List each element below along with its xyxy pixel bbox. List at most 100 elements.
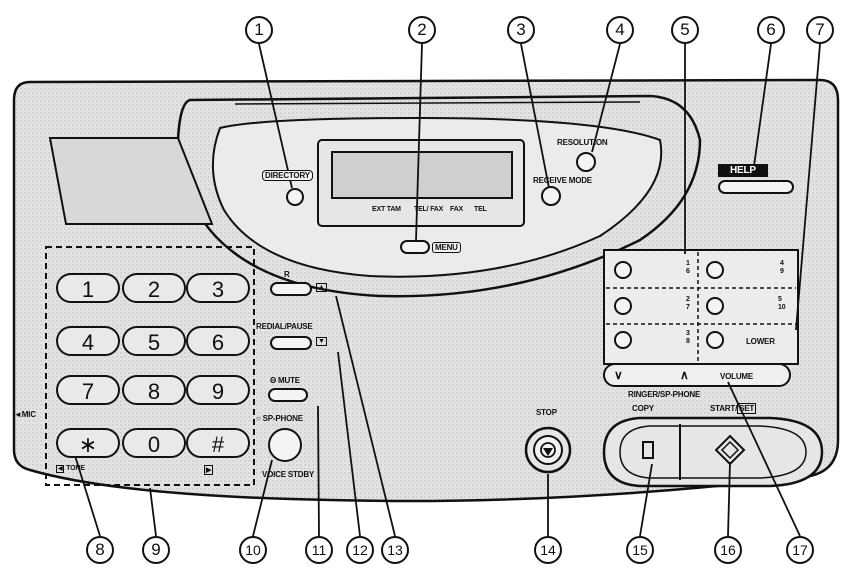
mode-ext-tam: EXT TAM: [372, 206, 401, 213]
down-arrow-icon: ▼: [316, 337, 327, 346]
mute-button[interactable]: [268, 388, 308, 402]
one-touch-5-bottom: 10: [778, 304, 786, 311]
lower-button[interactable]: [706, 331, 724, 349]
one-touch-2-bottom: 7: [686, 304, 690, 311]
one-touch-area: [603, 249, 799, 365]
mode-tel-fax: TEL/ FAX: [414, 206, 444, 213]
key-6[interactable]: 6: [186, 326, 250, 356]
callout-17: 17: [786, 536, 814, 564]
one-touch-4-bottom: 9: [780, 268, 784, 275]
sp-phone-button[interactable]: [268, 428, 302, 462]
copy-start-block: [602, 416, 824, 488]
one-touch-button-5[interactable]: [706, 297, 724, 315]
voice-stby-label: VOICE STDBY: [262, 470, 315, 479]
volume-up-icon[interactable]: ∧: [680, 368, 689, 382]
directory-button[interactable]: [286, 188, 304, 206]
mute-label: Θ MUTE: [270, 376, 300, 385]
one-touch-button-2[interactable]: [614, 297, 632, 315]
r-button[interactable]: [270, 282, 312, 296]
start-set-button[interactable]: [684, 428, 802, 476]
copy-button[interactable]: [622, 428, 678, 476]
callout-6: 6: [757, 16, 785, 44]
key-3[interactable]: 3: [186, 273, 250, 303]
key-7[interactable]: 7: [56, 375, 120, 405]
callout-8: 8: [86, 536, 114, 564]
start-set-label: START/SET: [710, 403, 757, 414]
key-2[interactable]: 2: [122, 273, 186, 303]
left-slot: [48, 137, 214, 225]
tone-label: ◀ TONE: [56, 465, 85, 473]
keypad-dashed-border: [45, 246, 255, 486]
directory-label: DIRECTORY: [262, 170, 313, 181]
volume-label: VOLUME: [720, 372, 754, 381]
key-star[interactable]: ∗: [56, 428, 120, 458]
one-touch-3-top: 3: [686, 330, 690, 337]
help-label: HELP: [718, 164, 768, 177]
callout-16: 16: [714, 536, 742, 564]
one-touch-button-3[interactable]: [614, 331, 632, 349]
one-touch-3-bottom: 8: [686, 338, 690, 345]
volume-bar: [603, 363, 791, 387]
one-touch-button-1[interactable]: [614, 261, 632, 279]
mode-tel: TEL: [474, 206, 487, 213]
ringer-sp-phone-label: RINGER/SP-PHONE: [628, 390, 701, 399]
key-4[interactable]: 4: [56, 326, 120, 356]
volume-down-icon[interactable]: ∨: [614, 368, 623, 382]
stop-button[interactable]: [528, 430, 568, 470]
key-9[interactable]: 9: [186, 375, 250, 405]
menu-button[interactable]: [400, 240, 430, 254]
tone-right-arrow-icon: ▶: [204, 465, 214, 475]
one-touch-4-top: 4: [780, 260, 784, 267]
callout-15: 15: [626, 536, 654, 564]
one-touch-button-4[interactable]: [706, 261, 724, 279]
key-1[interactable]: 1: [56, 273, 120, 303]
key-0[interactable]: 0: [122, 428, 186, 458]
menu-label: MENU: [432, 242, 461, 253]
set-text: SET: [737, 403, 757, 414]
callout-12: 12: [346, 536, 374, 564]
one-touch-2-top: 2: [686, 296, 690, 303]
mode-fax: FAX: [450, 206, 464, 213]
resolution-label: RESOLUTION: [557, 138, 608, 147]
tone-left-arrow-icon: ◀: [56, 465, 65, 473]
mic-label: ◄MIC: [14, 410, 36, 419]
callout-4: 4: [606, 16, 634, 44]
key-8[interactable]: 8: [122, 375, 186, 405]
redial-pause-label: REDIAL/PAUSE: [256, 322, 313, 331]
one-touch-1-bottom: 6: [686, 268, 690, 275]
r-label: R: [284, 270, 290, 279]
up-arrow-icon: ▲: [316, 283, 327, 292]
sp-phone-label: ○ SP-PHONE: [256, 414, 303, 423]
lower-label: LOWER: [746, 337, 775, 346]
callout-10: 10: [239, 536, 267, 564]
callout-5: 5: [671, 16, 699, 44]
help-button[interactable]: [718, 180, 794, 194]
tone-text: TONE: [66, 465, 85, 472]
redial-pause-button[interactable]: [270, 336, 312, 350]
resolution-button[interactable]: [576, 152, 596, 172]
callout-3: 3: [507, 16, 535, 44]
one-touch-1-top: 1: [686, 260, 690, 267]
one-touch-5-top: 5: [778, 296, 782, 303]
callout-7: 7: [806, 16, 834, 44]
callout-13: 13: [381, 536, 409, 564]
callout-11: 11: [305, 536, 333, 564]
callout-14: 14: [534, 536, 562, 564]
key-hash[interactable]: #: [186, 428, 250, 458]
copy-label: COPY: [632, 404, 654, 413]
callout-leaders: [71, 43, 821, 537]
callout-2: 2: [408, 16, 436, 44]
lcd-screen: [331, 151, 513, 199]
callout-1: 1: [245, 16, 273, 44]
start-text: START/: [710, 404, 738, 413]
receive-mode-button[interactable]: [541, 186, 561, 206]
key-5[interactable]: 5: [122, 326, 186, 356]
stop-label: STOP: [536, 408, 557, 417]
callout-9: 9: [142, 536, 170, 564]
